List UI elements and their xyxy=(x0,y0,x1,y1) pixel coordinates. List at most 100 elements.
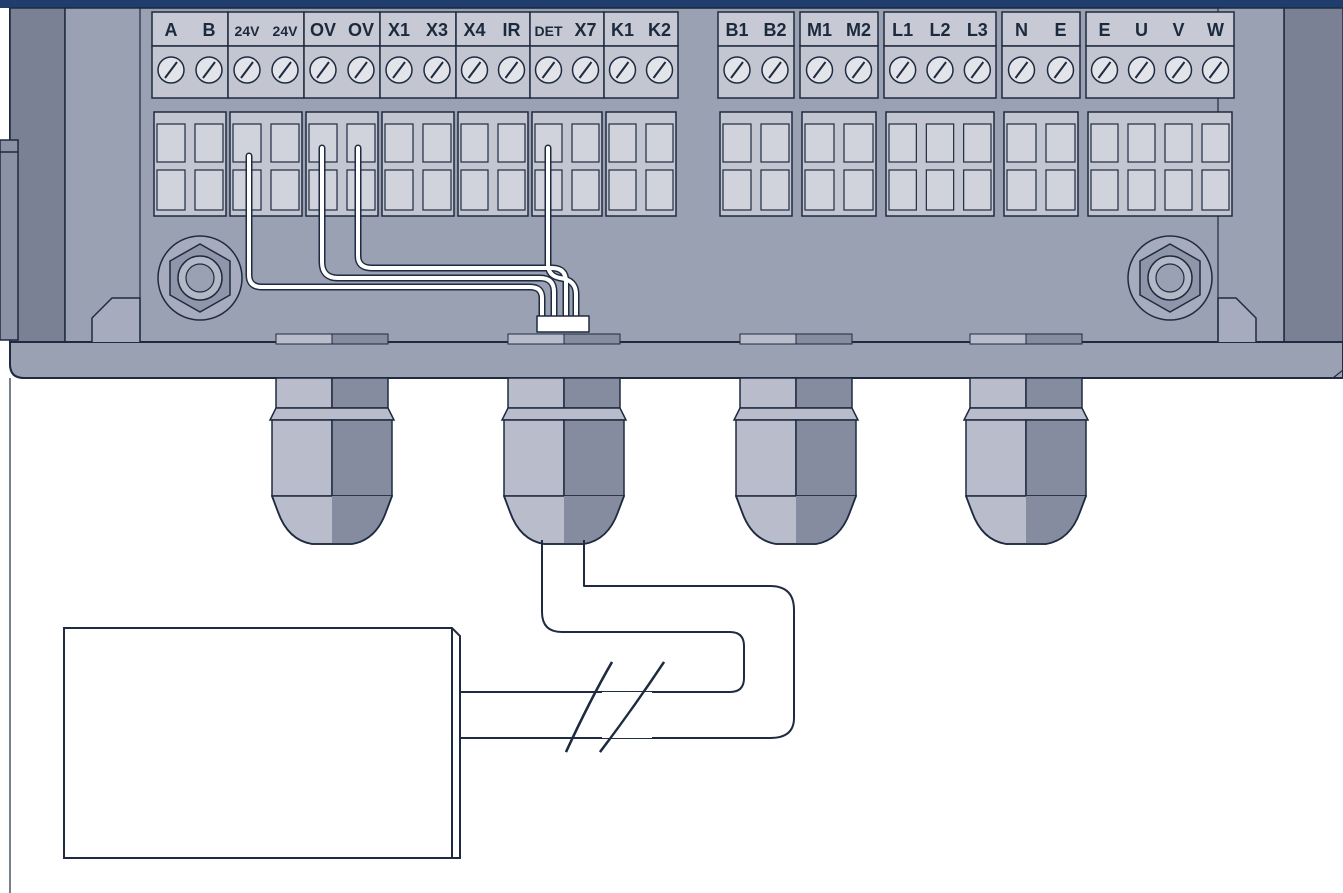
terminal-screw-icon xyxy=(805,56,834,84)
terminal-label: B1 xyxy=(725,20,748,40)
terminal-label: L3 xyxy=(967,20,988,40)
terminal-clamp-lower xyxy=(1127,169,1156,211)
terminal-label: DET xyxy=(535,23,563,39)
terminal-clamp-upper xyxy=(722,123,752,163)
terminal-clamp-lower xyxy=(843,169,874,211)
mounting-bolt-left xyxy=(157,235,243,321)
terminal-clamp-lower xyxy=(722,169,752,211)
terminal-screw-icon xyxy=(347,56,375,84)
mounting-bolt-right xyxy=(1127,235,1213,321)
wire-det xyxy=(546,146,578,320)
terminal-label: W xyxy=(1207,20,1224,40)
terminal-clamp-upper xyxy=(608,123,637,163)
terminal-label: U xyxy=(1135,20,1148,40)
terminal-clamp-upper xyxy=(1006,123,1037,163)
terminal-clamp-lower xyxy=(194,169,224,211)
terminal-clamp-lower xyxy=(645,169,674,211)
terminal-clamp-lower xyxy=(608,169,637,211)
terminal-label: X1 xyxy=(388,20,410,40)
terminal-clamp-lower xyxy=(422,169,452,211)
terminal-clamp-lower xyxy=(925,169,955,211)
terminal-screw-icon xyxy=(385,56,413,84)
terminal-screw-icon xyxy=(1201,56,1230,84)
terminal-clamp-upper xyxy=(925,123,955,163)
terminal-label: X4 xyxy=(463,20,485,40)
terminal-clamp-lower xyxy=(460,169,489,211)
terminal-clamp-lower xyxy=(963,169,992,211)
terminal-screw-icon xyxy=(157,56,185,84)
terminal-group-b1-b2: B1 B2 xyxy=(717,11,795,217)
terminal-clamp-upper xyxy=(497,123,526,163)
terminal-clamp-upper xyxy=(888,123,917,163)
terminal-clamp-lower xyxy=(1006,169,1037,211)
terminal-clamp-lower xyxy=(497,169,526,211)
terminal-label: E xyxy=(1098,20,1110,40)
terminal-group-m1-m2: M1 M2 xyxy=(799,11,879,217)
terminal-label: L2 xyxy=(929,20,950,40)
terminal-screw-icon xyxy=(1046,56,1075,84)
terminal-clamp-upper xyxy=(1164,123,1193,163)
terminal-screw-icon xyxy=(460,56,489,84)
terminal-label: IR xyxy=(503,20,521,40)
terminal-label: 24V xyxy=(235,23,261,39)
terminal-label: K2 xyxy=(648,20,671,40)
terminal-group-l1-l2-l3: L1 L2 L3 xyxy=(883,11,997,217)
terminal-screw-icon xyxy=(761,56,789,84)
terminal-label: X7 xyxy=(574,20,596,40)
terminal-clamp-upper xyxy=(1090,123,1119,163)
terminal-clamp-upper xyxy=(270,123,300,163)
terminal-clamp-upper xyxy=(460,123,489,163)
terminal-label: L1 xyxy=(892,20,913,40)
cable-gland-2 xyxy=(500,377,628,545)
cable-glands xyxy=(268,377,1090,545)
terminal-clamp-lower xyxy=(1164,169,1193,211)
terminal-screw-icon xyxy=(844,56,873,84)
terminal-screw-icon xyxy=(723,56,751,84)
wire-24v xyxy=(247,154,544,320)
terminal-clamp-lower xyxy=(1045,169,1076,211)
terminal-screw-icon xyxy=(534,56,563,84)
terminal-screw-icon xyxy=(271,56,299,84)
wire-0v-b xyxy=(356,146,568,320)
terminal-clamp-upper xyxy=(645,123,674,163)
wire-0v-a xyxy=(320,146,556,320)
cable-gland-3 xyxy=(732,377,860,545)
gland-seats xyxy=(275,333,1083,345)
terminal-screw-icon xyxy=(571,56,600,84)
terminal-screw-icon xyxy=(963,56,992,84)
terminal-screw-icon xyxy=(195,56,223,84)
terminal-screw-icon xyxy=(1090,56,1119,84)
terminal-screw-icon xyxy=(645,56,674,84)
terminal-label: 24V xyxy=(273,23,299,39)
terminal-group-x4-ir: X4 IR xyxy=(455,11,531,217)
terminal-screw-icon xyxy=(497,56,526,84)
terminal-clamp-upper xyxy=(571,123,600,163)
terminal-label: M2 xyxy=(846,20,871,40)
terminal-clamp-lower xyxy=(760,169,790,211)
terminal-clamp-lower xyxy=(888,169,917,211)
terminal-label: N xyxy=(1015,20,1028,40)
wire-grommet xyxy=(536,315,590,333)
terminal-label: E xyxy=(1054,20,1066,40)
terminal-label: M1 xyxy=(807,20,832,40)
terminal-clamp-upper xyxy=(1045,123,1076,163)
cable-gland-4 xyxy=(962,377,1090,545)
terminal-clamp-upper xyxy=(760,123,790,163)
terminal-screw-icon xyxy=(608,56,637,84)
terminal-group-det-x7: DET X7 xyxy=(529,11,605,217)
terminal-clamp-lower xyxy=(571,169,600,211)
terminal-label: B2 xyxy=(763,20,786,40)
terminal-label: B xyxy=(203,20,216,40)
terminal-screw-icon xyxy=(309,56,337,84)
terminal-clamp-lower xyxy=(270,169,300,211)
terminal-screw-icon xyxy=(1007,56,1036,84)
terminal-clamp-lower xyxy=(156,169,186,211)
external-device-box xyxy=(63,627,461,859)
